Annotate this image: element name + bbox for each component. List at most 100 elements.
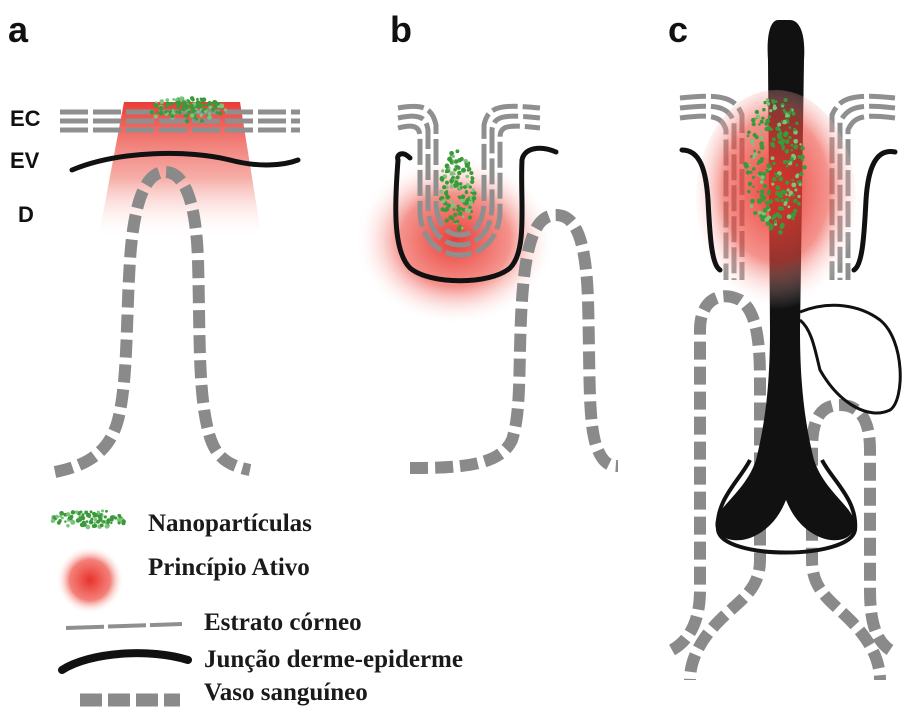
nanoparticle-dot [781, 190, 785, 194]
nanoparticle-dot [784, 98, 788, 102]
nanoparticle-dot [467, 169, 470, 172]
nanoparticle-dot [760, 175, 764, 179]
nanoparticle-dot [775, 191, 780, 196]
nanoparticle-dot [449, 179, 454, 184]
panel-b: b [355, 9, 618, 468]
nanoparticle-dot [439, 190, 443, 194]
nanoparticle-dot [773, 104, 776, 107]
nanoparticle-dot [800, 146, 804, 150]
nanoparticle-dot [753, 133, 757, 137]
nanoparticle-dot [178, 109, 181, 112]
nanoparticle-dot [778, 206, 782, 210]
nanoparticle-dot [208, 112, 211, 115]
nanoparticle-dot [752, 122, 756, 126]
nanoparticle-dot [750, 199, 755, 204]
nanoparticle-dot [51, 519, 55, 523]
nanoparticle-dot [456, 175, 460, 179]
nanoparticle-dot [453, 213, 457, 217]
nanoparticle-dot [772, 137, 776, 141]
nanoparticle-dot [780, 223, 784, 227]
nanoparticle-dot [82, 513, 85, 516]
nanoparticle-dot [218, 111, 222, 115]
layer-label-ev: EV [10, 148, 40, 173]
nanoparticle-dot [774, 221, 777, 224]
nanoparticle-dot [764, 122, 768, 126]
nanoparticle-dot [777, 198, 780, 201]
nanoparticle-dot [788, 194, 791, 197]
nanoparticle-dot [791, 182, 796, 187]
nanoparticle-dot [765, 169, 769, 173]
nanoparticle-dot [768, 115, 771, 118]
nanoparticle-dot [150, 110, 154, 114]
nanoparticle-dot [769, 109, 772, 112]
nanoparticle-dot [195, 118, 198, 121]
nanoparticle-dot [797, 202, 801, 206]
legend-active-principle-label: Princípio Ativo [148, 554, 310, 581]
nanoparticle-dot [787, 111, 790, 114]
nanoparticle-dot [767, 189, 771, 193]
nanoparticle-dot [775, 185, 780, 190]
nanoparticle-dot [208, 101, 212, 105]
nanoparticle-dot [793, 139, 798, 144]
legend-blood-vessel: Vaso sanguíneo [80, 679, 368, 706]
nanoparticle-dot [781, 145, 785, 149]
nanoparticle-dot [449, 151, 454, 156]
nanoparticle-dot [785, 181, 789, 185]
nanoparticle-dot [104, 515, 107, 518]
nanoparticle-dot [779, 140, 784, 145]
nanoparticle-dot [442, 185, 446, 189]
nanoparticle-dot [100, 523, 104, 527]
nanoparticle-dot [179, 96, 184, 101]
nanoparticle-dot [452, 203, 456, 207]
nanoparticle-dot [93, 524, 97, 528]
nanoparticle-dot [190, 96, 194, 100]
nanoparticle-dot [190, 113, 194, 117]
nanoparticle-dot [450, 171, 455, 176]
nanoparticle-dot [66, 513, 70, 517]
nanoparticle-dot [795, 174, 799, 178]
nanoparticle-dot [446, 166, 448, 168]
nanoparticle-dot [97, 511, 100, 514]
nanoparticle-dot [441, 199, 445, 203]
nanoparticle-dot [440, 177, 445, 182]
nanoparticle-dot [114, 516, 117, 519]
nanoparticle-dot [792, 218, 795, 221]
nanoparticle-dot [118, 521, 121, 524]
nanoparticles-swatch-icon [51, 509, 126, 529]
nanoparticle-dot [772, 214, 776, 218]
nanoparticle-dot [58, 519, 62, 523]
nanoparticle-dot [153, 103, 157, 107]
nanoparticle-dot [200, 98, 204, 102]
nanoparticle-dot [86, 513, 91, 518]
nanoparticle-dot [800, 158, 803, 161]
nanoparticle-dot [760, 193, 765, 198]
nanoparticle-dot [794, 188, 797, 191]
legend-nanoparticles-label: Nanopartículas [148, 510, 312, 537]
nanoparticle-dot [191, 106, 195, 110]
nanoparticle-dot [456, 220, 459, 223]
nanoparticle-dot [107, 521, 110, 524]
nanoparticle-dot [461, 168, 466, 173]
nanoparticle-dot [156, 111, 159, 114]
nanoparticle-dot [747, 135, 750, 138]
nanoparticle-dot [207, 115, 212, 120]
legend-junction-label: Junção derme-epiderme [204, 646, 463, 673]
nanoparticle-dot [471, 176, 475, 180]
nanoparticle-dot [86, 525, 91, 530]
nanoparticle-dot [776, 174, 779, 177]
nanoparticle-dot [224, 108, 227, 111]
nanoparticle-dot [441, 169, 444, 172]
nanoparticle-dot [777, 135, 782, 140]
nanoparticle-dot [159, 111, 164, 116]
nanoparticle-dot [469, 171, 473, 175]
nanoparticle-dot [466, 198, 470, 202]
nanoparticle-dot [440, 207, 445, 212]
nanoparticle-dot [791, 149, 793, 151]
nanoparticle-dot [747, 130, 751, 134]
nanoparticle-dot [215, 102, 218, 105]
nanoparticle-dot [458, 225, 461, 228]
nanoparticle-dot [758, 151, 761, 154]
nanoparticle-dot [460, 186, 463, 189]
nanoparticle-dot [178, 111, 181, 114]
nanoparticle-dot [783, 160, 787, 164]
